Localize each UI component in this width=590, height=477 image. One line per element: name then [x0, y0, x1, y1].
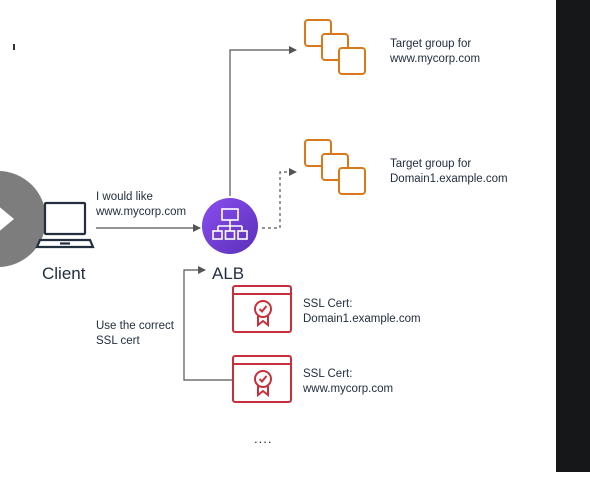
- architecture-diagram: Client I would like www.mycorp.com ALB U…: [0, 19, 508, 446]
- certificate-icon: [232, 285, 292, 333]
- client-request-line1: I would like: [96, 191, 153, 203]
- ssl-cert-1-line1: SSL Cert:: [303, 298, 352, 310]
- target-group-1-line2: www.mycorp.com: [389, 53, 480, 65]
- alb-to-target-group-2-arrow: [262, 168, 297, 229]
- certificate-icon: [232, 355, 292, 403]
- alb-hint-line2: SSL cert: [96, 335, 140, 347]
- load-balancer-icon: [202, 198, 258, 254]
- client-request-line2: www.mycorp.com: [95, 206, 186, 218]
- target-group-icon: [304, 139, 366, 195]
- target-group-icon: [304, 19, 366, 75]
- dark-side-panel: [556, 0, 590, 472]
- edge-mark: [13, 44, 15, 50]
- ssl-cert-selection-arrow: [183, 266, 232, 381]
- alb-to-target-group-1-arrow: [229, 46, 297, 196]
- ssl-cert-1-line2: Domain1.example.com: [303, 313, 421, 325]
- alb-label: ALB: [212, 264, 244, 283]
- client-label: Client: [42, 264, 86, 283]
- alb-hint-line1: Use the correct: [96, 320, 175, 332]
- ssl-cert-2-line2: www.mycorp.com: [302, 383, 393, 395]
- play-button-icon[interactable]: [0, 171, 46, 267]
- target-group-1-line1: Target group for: [390, 38, 471, 50]
- laptop-icon: [35, 201, 95, 249]
- ssl-cert-2-line1: SSL Cert:: [303, 368, 352, 380]
- more-indicator: ....: [254, 431, 272, 446]
- target-group-2-line1: Target group for: [390, 158, 471, 170]
- target-group-2-line2: Domain1.example.com: [390, 173, 508, 185]
